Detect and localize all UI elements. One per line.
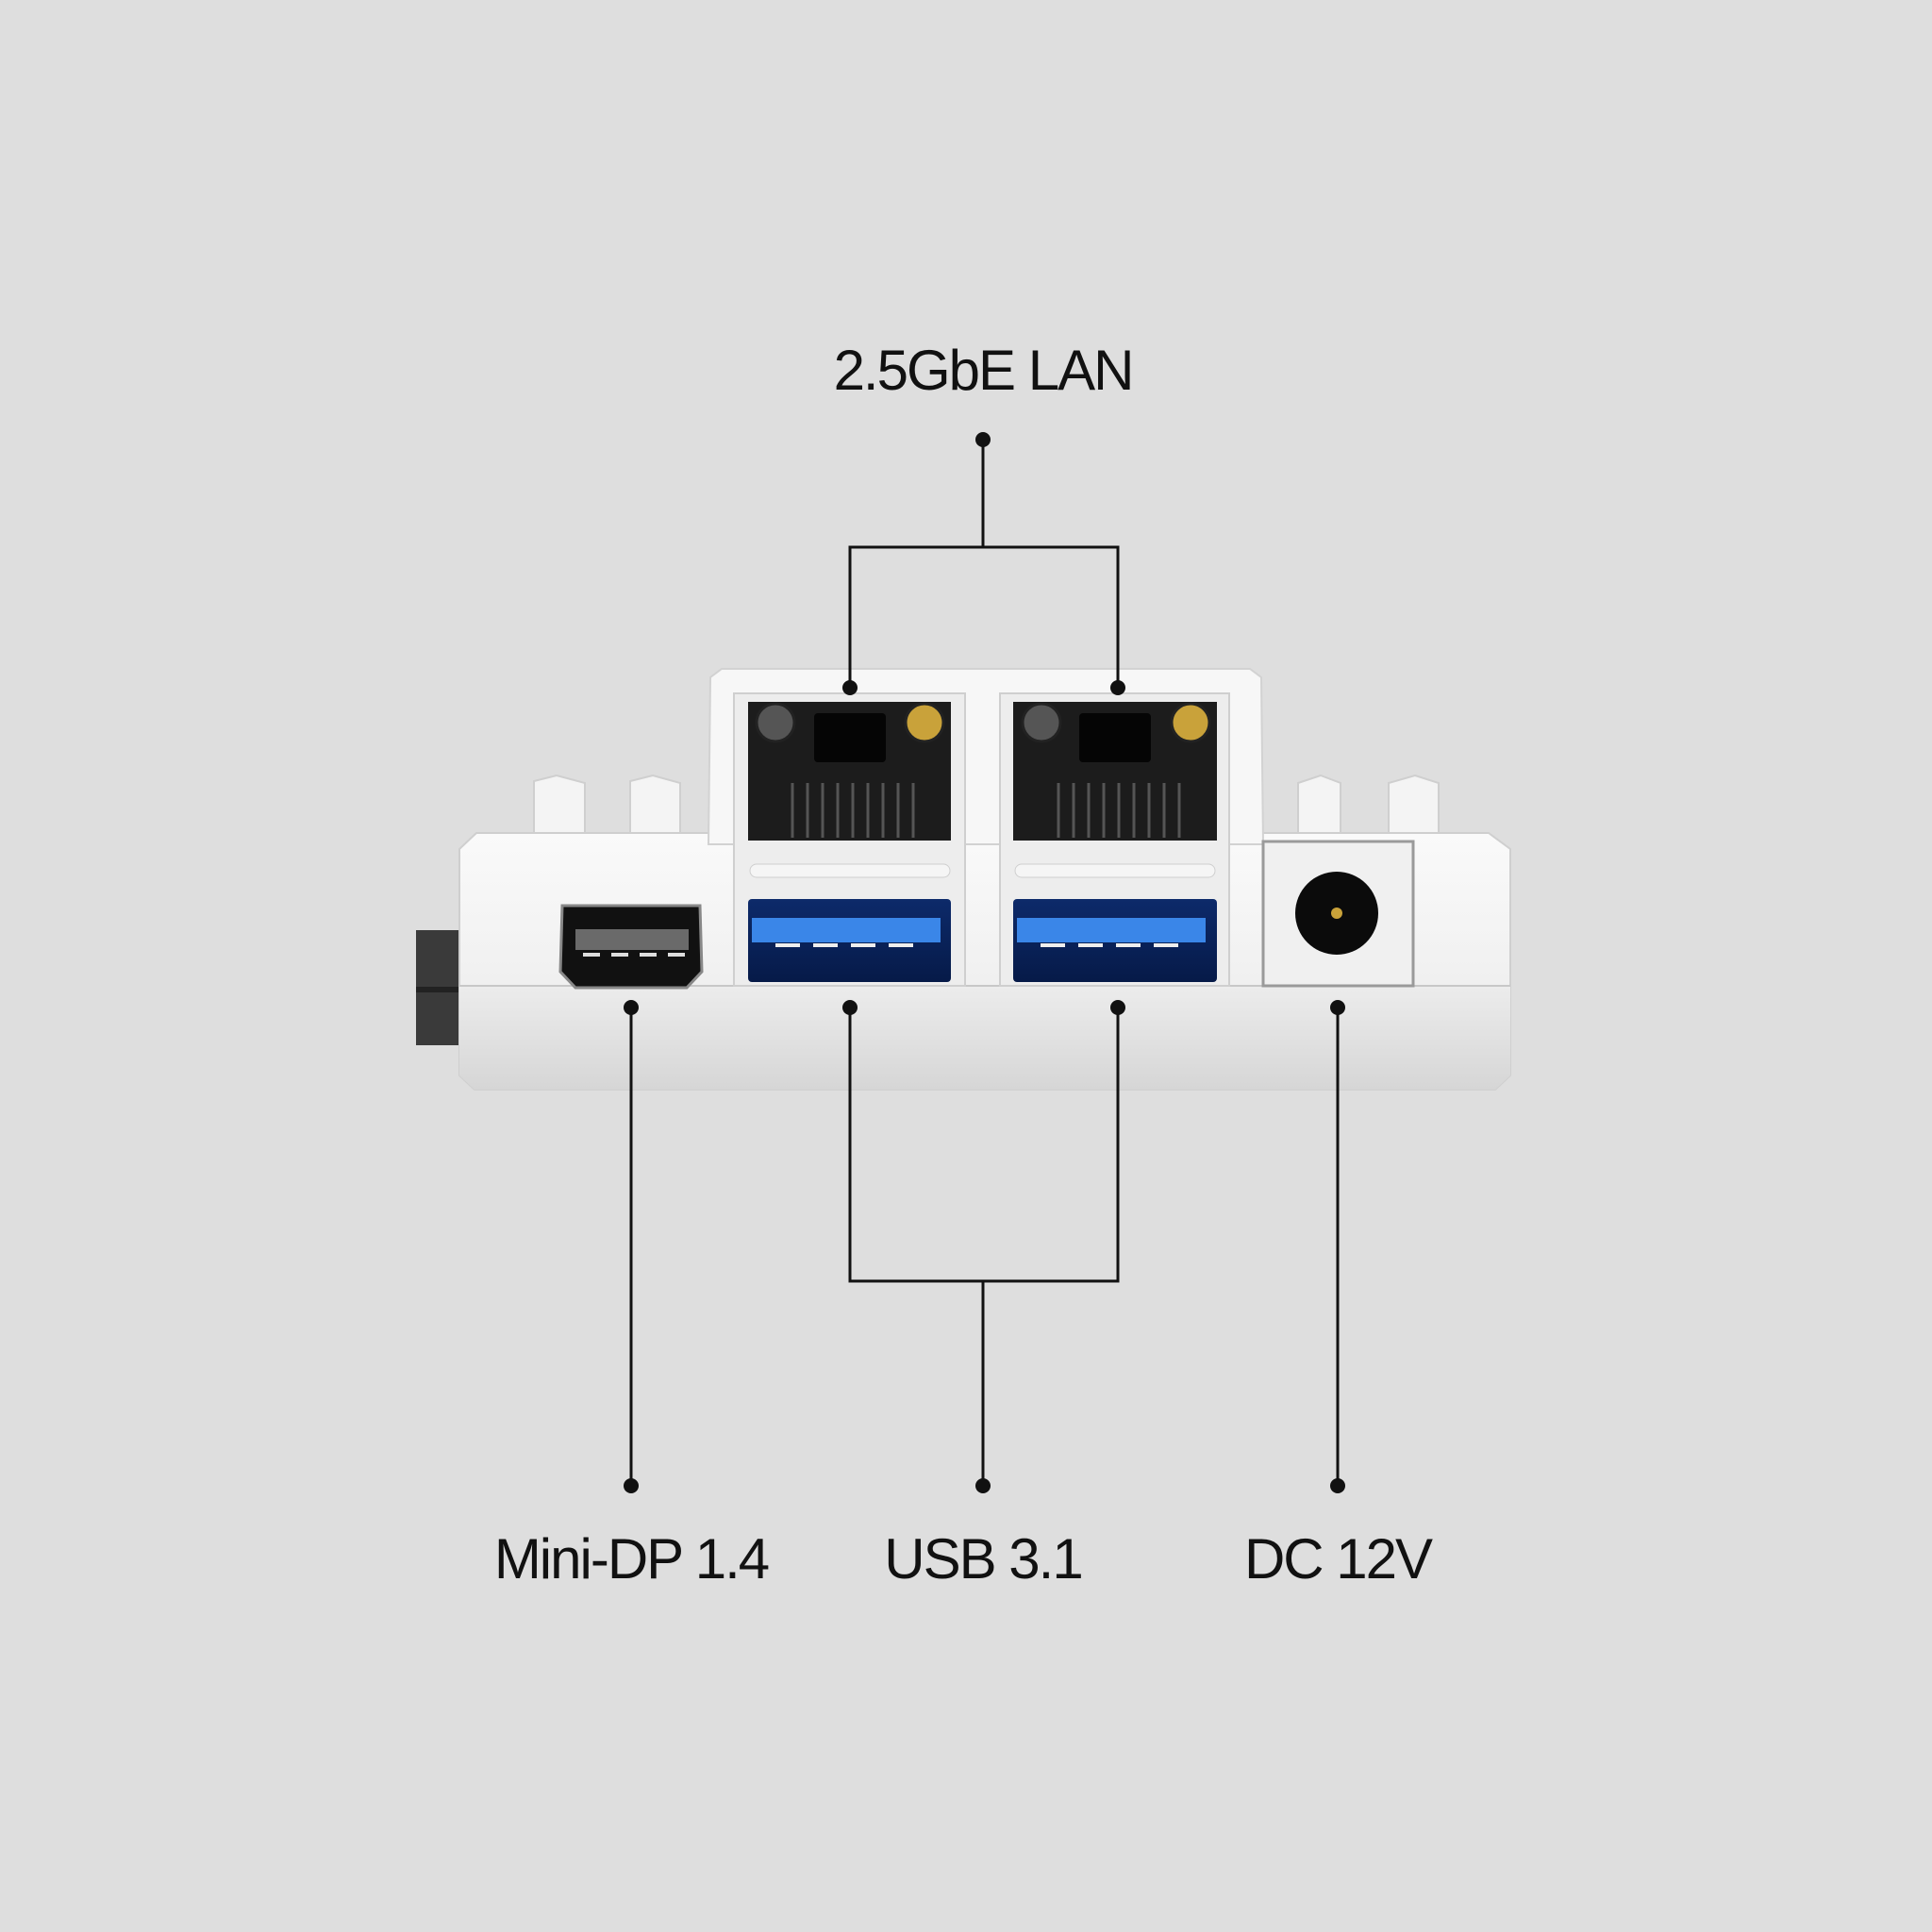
led-icon xyxy=(1170,702,1211,743)
usb-port-2 xyxy=(1013,899,1217,982)
label-dc: DC 12V xyxy=(1244,1527,1433,1591)
led-icon xyxy=(755,702,796,743)
label-lan: 2.5GbE LAN xyxy=(834,339,1133,402)
lan-port-1 xyxy=(748,702,951,878)
led-icon xyxy=(1021,702,1062,743)
callout-dots xyxy=(624,432,1345,1493)
dc-jack xyxy=(1261,840,1415,988)
label-mini-dp: Mini-DP 1.4 xyxy=(494,1527,769,1591)
led-icon xyxy=(904,702,945,743)
mini-dp-port xyxy=(558,904,704,990)
lan-port-2 xyxy=(1013,702,1217,878)
label-usb: USB 3.1 xyxy=(884,1527,1081,1591)
callout-lines xyxy=(629,440,1340,1486)
usb-port-1 xyxy=(748,899,951,982)
